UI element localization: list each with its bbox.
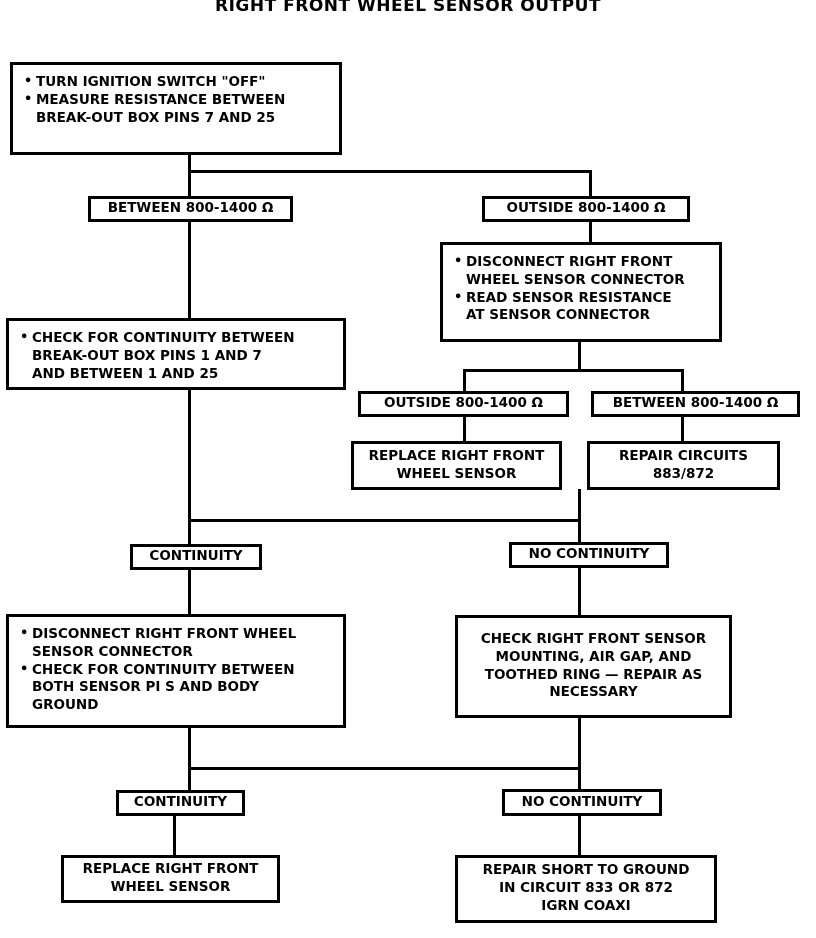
node-disconnect-check-body-ground[interactable]: DISCONNECT RIGHT FRONT WHEEL SENSOR CONN… [6, 614, 346, 728]
node-bullet-1: READ SENSOR RESISTANCE AT SENSOR CONNECT… [453, 289, 711, 326]
connector-checkcont-down [188, 389, 191, 522]
node-bullet-0: DISCONNECT RIGHT FRONT WHEEL SENSOR CONN… [19, 625, 335, 662]
node-continuity-first[interactable]: CONTINUITY [130, 544, 262, 570]
connector-continuity1-down [188, 570, 191, 614]
node-repair-circuits[interactable]: REPAIR CIRCUITS 883/872 [587, 441, 780, 490]
connector-bus-to-continuity1 [188, 519, 191, 545]
connector-continuity2-down [173, 816, 176, 855]
node-label: CHECK RIGHT FRONT SENSOR MOUNTING, AIR G… [480, 630, 707, 701]
node-label: REPLACE RIGHT FRONT WHEEL SENSOR [82, 861, 259, 895]
node-between-800-1400-first[interactable]: BETWEEN 800-1400 Ω [88, 196, 293, 222]
connector-bus-to-nocontinuity2 [578, 767, 581, 791]
connector-top-bus [188, 170, 592, 173]
node-label: REPAIR CIRCUITS 883/872 [619, 447, 748, 482]
connector-outside1-down [589, 221, 592, 243]
connector-bus-to-nocontinuity1 [578, 519, 581, 542]
node-continuity-second[interactable]: CONTINUITY [116, 790, 245, 816]
connector-rightbranch-down [578, 489, 581, 522]
connector-nocontinuity1-down [578, 568, 581, 615]
connector-to-outside2 [463, 369, 466, 392]
node-label: REPAIR SHORT TO GROUND IN CIRCUIT 833 OR… [482, 862, 690, 914]
node-start[interactable]: TURN IGNITION SWITCH "OFF" MEASURE RESIS… [10, 62, 342, 155]
node-bullet-0: DISCONNECT RIGHT FRONT WHEEL SENSOR CONN… [453, 253, 711, 290]
node-replace-sensor-first[interactable]: REPLACE RIGHT FRONT WHEEL SENSOR [351, 441, 562, 490]
node-label: NO CONTINUITY [528, 546, 650, 563]
node-bullet-1: CHECK FOR CONTINUITY BETWEEN BOTH SENSOR… [19, 661, 335, 715]
connector-outside2-down [463, 416, 466, 442]
connector-to-outside1 [589, 170, 592, 200]
connector-nocontinuity2-down [578, 816, 581, 855]
node-outside-800-1400-second[interactable]: OUTSIDE 800-1400 Ω [358, 391, 569, 417]
connector-checkmount-down [578, 718, 581, 770]
node-label: BETWEEN 800-1400 Ω [612, 395, 779, 412]
connector-disconnect-down [578, 341, 581, 371]
node-label: OUTSIDE 800-1400 Ω [506, 200, 666, 217]
node-bullet-0: CHECK FOR CONTINUITY BETWEEN BREAK-OUT B… [19, 329, 335, 383]
node-repair-short-to-ground[interactable]: REPAIR SHORT TO GROUND IN CIRCUIT 833 OR… [455, 855, 717, 923]
node-label: CONTINUITY [149, 548, 243, 565]
node-label: NO CONTINUITY [521, 793, 643, 810]
node-start-bullet-1: MEASURE RESISTANCE BETWEEN BREAK-OUT BOX… [23, 91, 331, 128]
connector-between1-down [188, 221, 191, 321]
node-label: REPLACE RIGHT FRONT WHEEL SENSOR [368, 447, 545, 482]
node-check-continuity-breakout[interactable]: CHECK FOR CONTINUITY BETWEEN BREAK-OUT B… [6, 318, 346, 390]
connector-to-between2 [681, 369, 684, 392]
connector-start-down [188, 155, 191, 200]
node-start-bullet-0: TURN IGNITION SWITCH "OFF" [23, 73, 331, 92]
node-no-continuity-second[interactable]: NO CONTINUITY [502, 789, 662, 816]
node-disconnect-sensor-read-resistance[interactable]: DISCONNECT RIGHT FRONT WHEEL SENSOR CONN… [440, 242, 722, 342]
node-label: CONTINUITY [133, 794, 228, 811]
page-title: RIGHT FRONT WHEEL SENSOR OUTPUT [215, 0, 601, 16]
node-no-continuity-first[interactable]: NO CONTINUITY [509, 542, 669, 568]
node-label: BETWEEN 800-1400 Ω [107, 200, 274, 217]
connector-between2-down [681, 416, 684, 442]
connector-mid-bus [463, 369, 684, 372]
node-outside-800-1400-first[interactable]: OUTSIDE 800-1400 Ω [482, 196, 690, 222]
node-replace-sensor-second[interactable]: REPLACE RIGHT FRONT WHEEL SENSOR [61, 855, 280, 903]
node-label: OUTSIDE 800-1400 Ω [383, 395, 544, 412]
connector-bus-to-continuity2 [188, 767, 191, 791]
connector-bottom-bus [188, 767, 581, 770]
node-check-mounting-air-gap[interactable]: CHECK RIGHT FRONT SENSOR MOUNTING, AIR G… [455, 615, 732, 718]
connector-continuity-bus [188, 519, 581, 522]
node-between-800-1400-second[interactable]: BETWEEN 800-1400 Ω [591, 391, 800, 417]
connector-disccheck-down [188, 728, 191, 790]
